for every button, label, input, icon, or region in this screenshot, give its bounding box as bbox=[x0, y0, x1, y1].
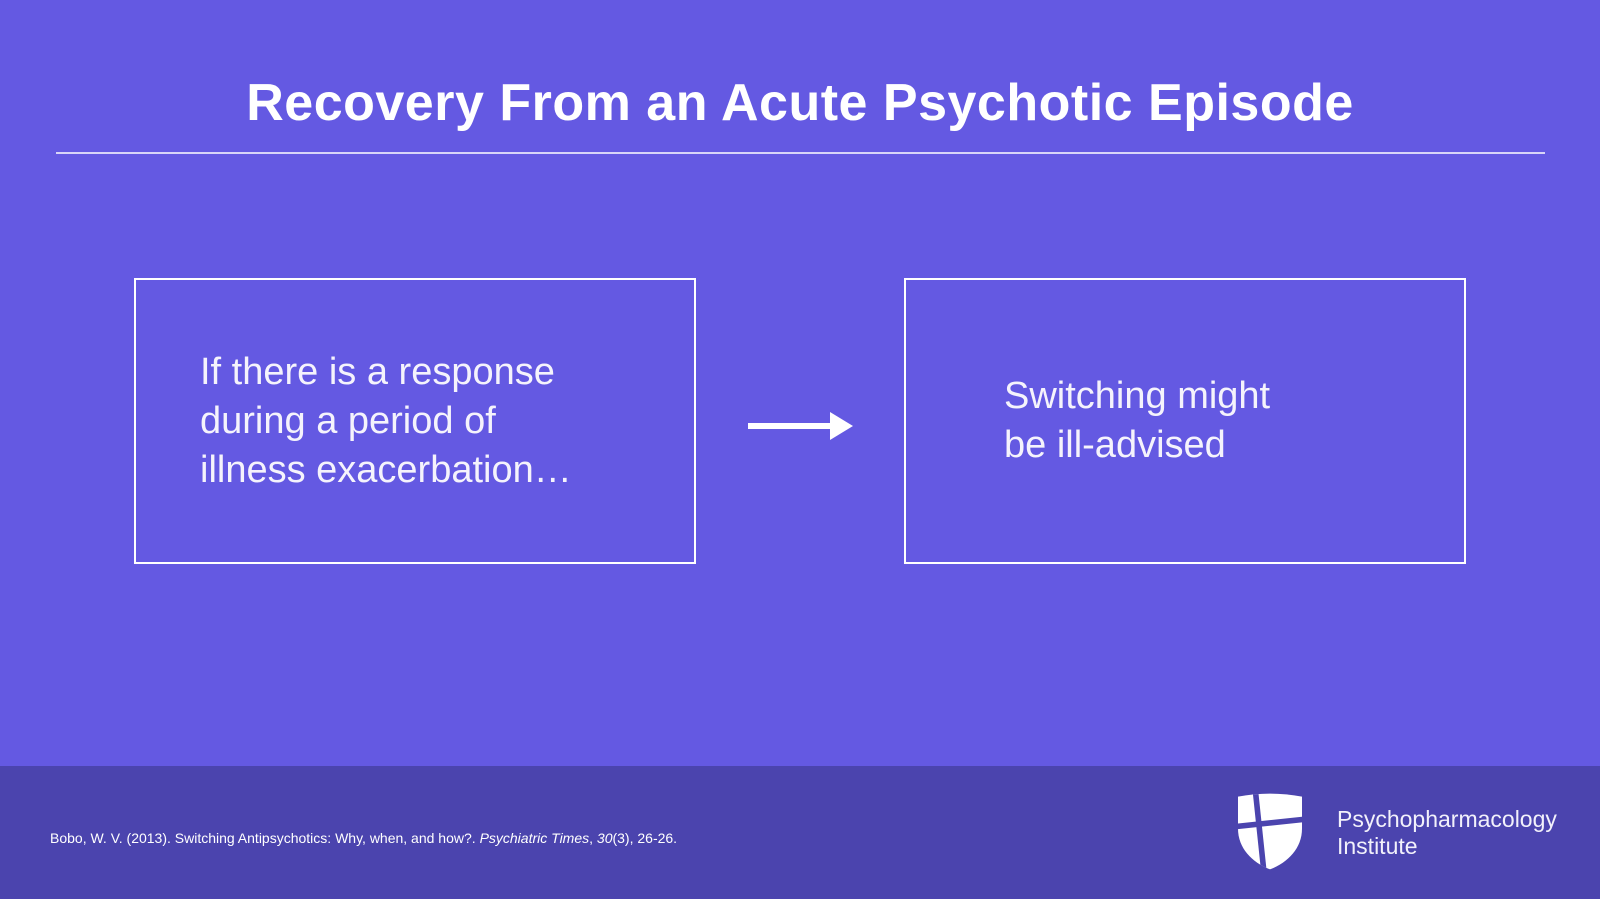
conclusion-box-line: Switching might bbox=[1004, 375, 1271, 417]
citation: Bobo, W. V. (2013). Switching Antipsycho… bbox=[50, 829, 677, 847]
citation-suffix: (3), 26-26. bbox=[612, 830, 678, 846]
conclusion-box: Switching might be ill-advised bbox=[904, 278, 1466, 564]
citation-prefix: Bobo, W. V. (2013). Switching Antipsycho… bbox=[50, 830, 480, 846]
journal-name: Psychiatric Times bbox=[479, 830, 590, 846]
conclusion-box-line: be ill-advised bbox=[1004, 424, 1226, 466]
logo-text-line1: Psychopharmacology bbox=[1337, 806, 1557, 832]
volume-number: 30 bbox=[596, 830, 613, 846]
right-arrow-icon bbox=[748, 406, 854, 451]
title-divider bbox=[56, 152, 1545, 154]
condition-box-line: illness exacerbation… bbox=[200, 448, 572, 491]
condition-box: If there is a response during a period o… bbox=[134, 278, 696, 564]
condition-box-line: If there is a response bbox=[200, 350, 555, 393]
page-title: Recovery From an Acute Psychotic Episode bbox=[246, 74, 1354, 132]
footer-bar: Bobo, W. V. (2013). Switching Antipsycho… bbox=[0, 766, 1600, 899]
logo-text: Psychopharmacology Institute bbox=[1337, 806, 1557, 860]
citation-separator: , bbox=[589, 830, 597, 846]
condition-box-line: during a period of bbox=[200, 399, 496, 442]
shield-cross-icon bbox=[1230, 791, 1310, 871]
logo-text-line2: Institute bbox=[1337, 833, 1418, 859]
